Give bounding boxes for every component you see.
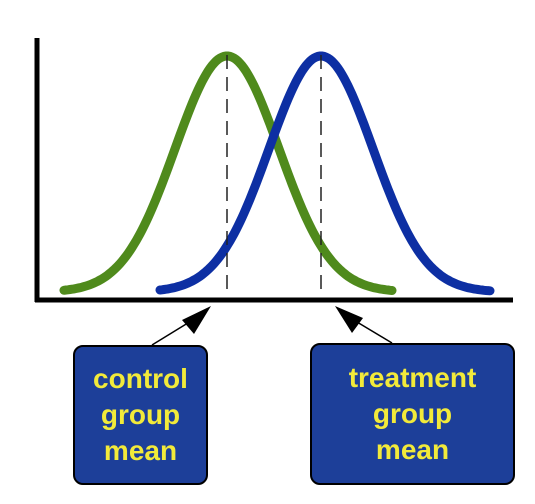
control-label-line-2: group <box>100 399 181 430</box>
treatment-label-line-2: group <box>372 398 453 429</box>
treatment-group-mean-label: treatment group mean <box>310 343 515 485</box>
control-label-line-3: mean <box>103 435 178 466</box>
treatment-distribution-curve <box>155 51 495 296</box>
treatment-arrow-head <box>335 306 363 333</box>
control-label-line-1: control <box>93 363 188 394</box>
treatment-label-line-1: treatment <box>348 362 477 393</box>
control-group-mean-label: control group mean <box>73 345 208 485</box>
treatment-label-line-3: mean <box>375 434 450 465</box>
control-distribution-curve <box>59 51 397 295</box>
control-arrow-head <box>182 306 211 334</box>
